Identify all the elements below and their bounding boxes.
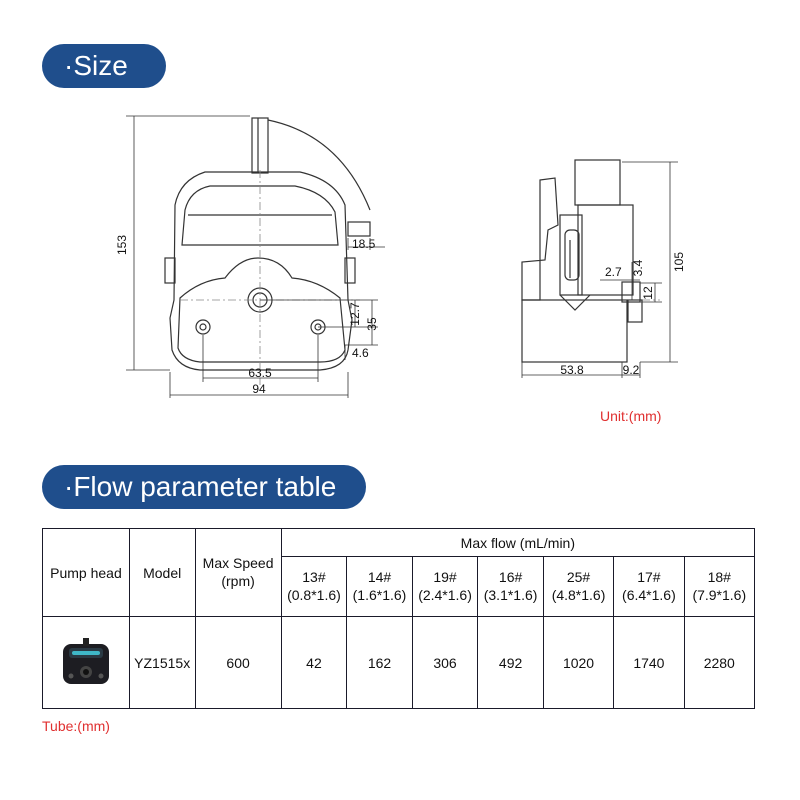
tube-size: (2.4*1.6) (418, 586, 472, 603)
unit-label: Unit:(mm) (600, 408, 662, 424)
flow-cell: 1020 (542, 616, 615, 709)
pump-head-image-cell (42, 616, 130, 709)
side-dimension-labels: 105 2.7 3.4 12 53.8 9.2 (560, 252, 686, 377)
rotor-cover (177, 257, 346, 363)
tube-size: (4.8*1.6) (551, 586, 606, 603)
tube-size: (6.4*1.6) (622, 586, 676, 603)
max-speed-cell: 600 (194, 616, 282, 709)
header-max-speed-line1: Max Speed (202, 555, 274, 571)
lever-handle (251, 117, 269, 174)
dim-105-label: 105 (672, 252, 686, 272)
header-max-speed-line2: (rpm) (221, 572, 255, 589)
dim-12-label: 12 (641, 286, 655, 300)
tube-header-16: 16#(3.1*1.6) (477, 556, 544, 617)
tube-header-25: 25#(4.8*1.6) (542, 556, 615, 617)
flow-cell: 1740 (613, 616, 685, 709)
flow-cell: 306 (411, 616, 479, 709)
pump-housing (169, 171, 353, 371)
tube-code: 17# (637, 569, 661, 585)
dim-3-4-label: 3.4 (631, 259, 645, 276)
flow-cell: 162 (346, 616, 413, 709)
technical-drawing: 153 18.5 12.7 35 4.6 63.5 94 105 2.7 (115, 115, 686, 398)
dim-63-5-label: 63.5 (248, 366, 272, 380)
dim-9-2-label: 9.2 (623, 363, 640, 377)
dim-35-label: 35 (365, 317, 379, 331)
dim-153-label: 153 (115, 235, 129, 255)
tube-code: 25# (566, 569, 591, 585)
header-pump-head: Pump head (42, 528, 130, 617)
dim-18-5-label: 18.5 (352, 237, 376, 251)
flow-parameter-table: Pump head Model Max Speed (rpm) Max flow… (42, 528, 756, 709)
size-section-title-text: ·Size (64, 50, 128, 81)
tube-header-14: 14#(1.6*1.6) (346, 556, 413, 617)
tube-size: (0.8*1.6) (287, 586, 341, 603)
table-row: YZ1515x 600 42 162 306 492 1020 1740 228… (42, 616, 756, 709)
pump-head-image (57, 634, 115, 692)
dim-12-7-label: 12.7 (348, 302, 362, 326)
flow-section-title: ·Flow parameter table (42, 465, 366, 509)
flow-cell: 2280 (683, 616, 756, 709)
side-base (521, 299, 628, 363)
side-main-body (577, 204, 634, 296)
front-view (164, 117, 371, 371)
flow-section-title-text: ·Flow parameter table (64, 471, 337, 502)
tube-header-18: 18#(7.9*1.6) (683, 556, 756, 617)
dim-2-7-label: 2.7 (605, 265, 622, 279)
front-dimension-labels: 153 18.5 12.7 35 4.6 63.5 94 (115, 235, 379, 396)
header-max-speed: Max Speed (rpm) (194, 528, 282, 617)
size-section-title: ·Size (42, 44, 166, 88)
tube-size: (7.9*1.6) (692, 586, 747, 603)
side-lever (521, 177, 559, 301)
tube-size: (3.1*1.6) (483, 586, 538, 603)
dim-4-6-label: 4.6 (352, 346, 369, 360)
tube-header-19: 19#(2.4*1.6) (411, 556, 479, 617)
tube-header-13: 13#(0.8*1.6) (280, 556, 348, 617)
dim-94-label: 94 (252, 382, 266, 396)
tube-code: 16# (498, 569, 523, 585)
header-model: Model (128, 528, 196, 617)
latch-knob (347, 221, 371, 237)
header-max-flow: Max flow (mL/min) (280, 528, 756, 557)
centerlines (180, 170, 660, 385)
dim-53-8-label: 53.8 (560, 363, 584, 377)
side-dimension-lines (521, 161, 678, 378)
model-cell: YZ1515x (128, 616, 196, 709)
tube-header-17: 17#(6.4*1.6) (613, 556, 685, 617)
lever-sweep-arc (267, 119, 371, 211)
flow-cell: 492 (477, 616, 544, 709)
tube-code: 19# (433, 569, 457, 585)
mount-hole-left (195, 319, 211, 335)
side-top-block (574, 159, 621, 206)
tube-unit-label: Tube:(mm) (42, 718, 110, 734)
side-view (521, 159, 643, 363)
tube-code: 14# (367, 569, 392, 585)
tube-code: 13# (302, 569, 326, 585)
flow-cell: 42 (280, 616, 348, 709)
tube-size: (1.6*1.6) (352, 586, 407, 603)
front-dimension-lines (126, 115, 385, 398)
tube-code: 18# (707, 569, 731, 585)
top-window (181, 185, 339, 246)
